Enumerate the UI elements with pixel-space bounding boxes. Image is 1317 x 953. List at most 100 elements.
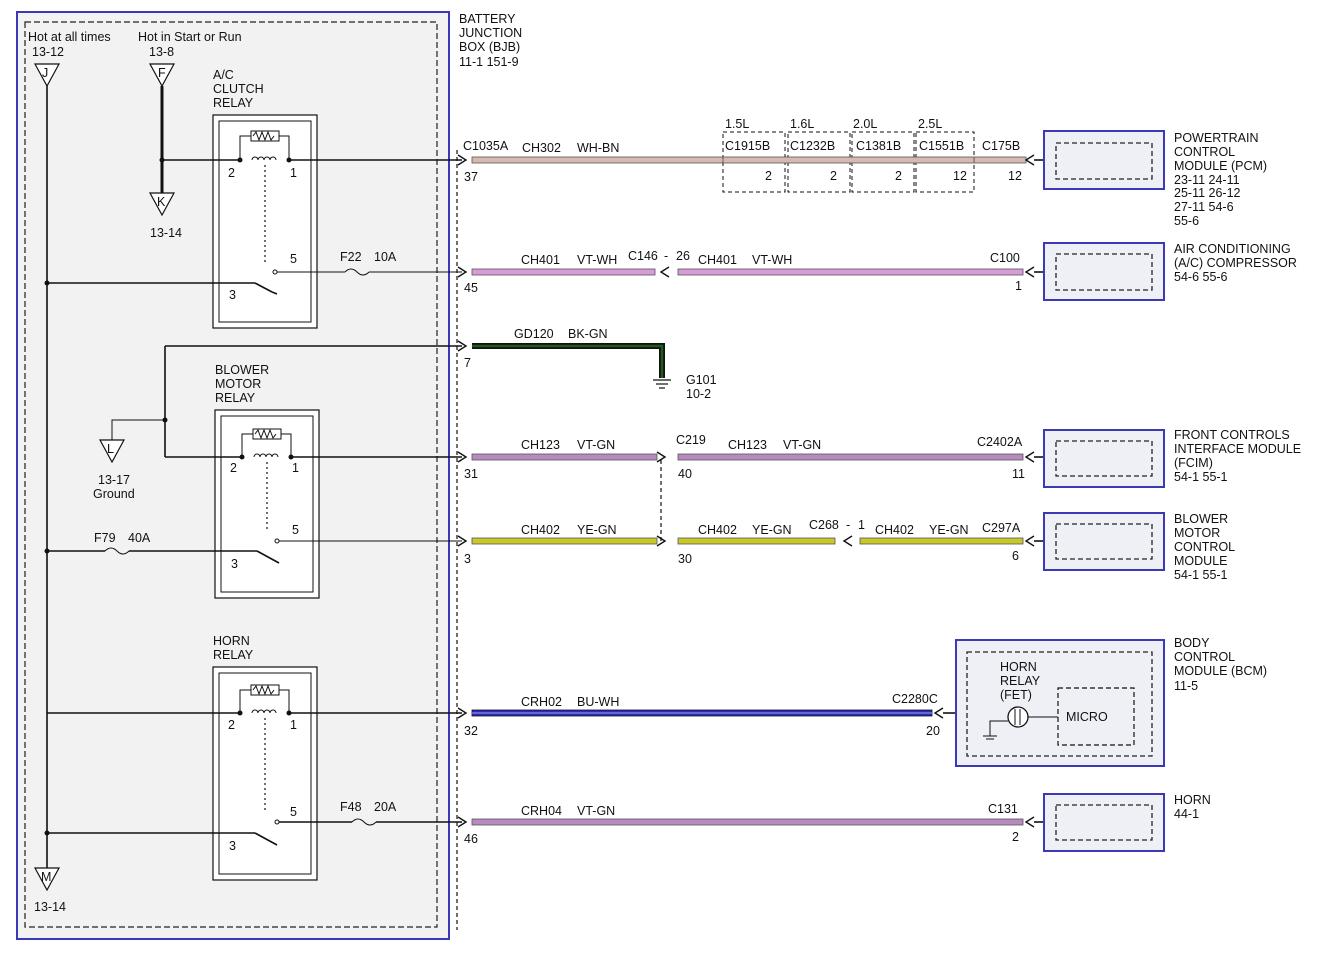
row2-circuit: CH401 bbox=[521, 253, 560, 267]
wire-ch402-a bbox=[471, 537, 658, 545]
relay2-pin1: 1 bbox=[292, 461, 299, 475]
pcm-module-box bbox=[1043, 130, 1165, 190]
fuse-f79-icon bbox=[104, 547, 130, 555]
row2-pin: 45 bbox=[464, 281, 478, 295]
j-letter: J bbox=[42, 66, 48, 80]
fet-icon bbox=[983, 706, 1058, 740]
pcm-name1: POWERTRAIN bbox=[1174, 131, 1259, 145]
row7-circuit: CRH04 bbox=[521, 804, 562, 818]
row5-color2: YE-GN bbox=[752, 523, 792, 537]
row1-color: WH-BN bbox=[577, 141, 619, 155]
bjb-refs: 11-1 151-9 bbox=[459, 55, 519, 69]
relay1-pin1: 1 bbox=[290, 166, 297, 180]
bcm-fet-line1: HORN bbox=[1000, 660, 1037, 674]
relay1-pin3: 3 bbox=[229, 288, 236, 302]
relay2-name3: RELAY bbox=[215, 391, 256, 405]
wire-ch123-b bbox=[677, 453, 1024, 461]
row2-end-conn: C100 bbox=[990, 251, 1020, 265]
relay1-name1: A/C bbox=[213, 68, 234, 82]
bmcm-ref1: 54-1 55-1 bbox=[1174, 568, 1228, 582]
svg-text:-: - bbox=[846, 518, 850, 532]
horn-box bbox=[1043, 793, 1165, 852]
relay2-pin5: 5 bbox=[292, 523, 299, 537]
l-ref: 13-17 bbox=[98, 473, 130, 487]
k-ref: 13-14 bbox=[150, 226, 182, 240]
micro-box bbox=[1057, 687, 1135, 746]
fcim-name2: INTERFACE MODULE bbox=[1174, 442, 1301, 456]
pcm-ref2: 25-11 26-12 bbox=[1174, 186, 1241, 200]
row7-pin: 46 bbox=[464, 832, 478, 846]
relay1-coil-icon bbox=[239, 130, 290, 262]
pcm-engine-3: 2.0L bbox=[853, 117, 877, 131]
row5-circuit3: CH402 bbox=[875, 523, 914, 537]
row2-end-pin: 1 bbox=[1015, 279, 1022, 293]
bcm-fet-line2: RELAY bbox=[1000, 674, 1041, 688]
row3-color: BK-GN bbox=[568, 327, 608, 341]
wire-ch402-b bbox=[677, 537, 836, 545]
pcm-end-pin: 12 bbox=[1008, 169, 1022, 183]
row6-circuit: CRH02 bbox=[521, 695, 562, 709]
hot-always-ref: 13-12 bbox=[32, 45, 64, 59]
ground-icon bbox=[653, 379, 671, 389]
bjb-title-line1: BATTERY bbox=[459, 12, 516, 26]
pcm-engine-1: 1.5L bbox=[725, 117, 749, 131]
hot-run-label: Hot in Start or Run bbox=[138, 30, 242, 44]
bmcm-name1: BLOWER bbox=[1174, 512, 1228, 526]
l-letter: L bbox=[107, 442, 114, 456]
f-letter: F bbox=[158, 66, 166, 80]
bcm-micro: MICRO bbox=[1066, 710, 1108, 724]
pcm-end-conn: C175B bbox=[982, 139, 1020, 153]
row7-color: VT-GN bbox=[577, 804, 615, 818]
ground-ref: 10-2 bbox=[686, 387, 711, 401]
row6-pin: 32 bbox=[464, 724, 478, 738]
row4-inline: C219 bbox=[676, 433, 706, 447]
row4-color: VT-GN bbox=[577, 438, 615, 452]
row5-inline2-pin: 1 bbox=[858, 518, 865, 532]
pcm-conn-2: C1232B bbox=[790, 139, 835, 153]
ac-ref1: 54-6 55-6 bbox=[1174, 270, 1228, 284]
row6-end-pin: 20 bbox=[926, 724, 940, 738]
wire-crh04 bbox=[471, 818, 1024, 826]
ground-id: G101 bbox=[686, 373, 717, 387]
row2-circuit2: CH401 bbox=[698, 253, 737, 267]
relay1-pin2: 2 bbox=[228, 166, 235, 180]
ac-name1: AIR CONDITIONING bbox=[1174, 242, 1291, 256]
pcm-pin-2: 2 bbox=[830, 169, 837, 183]
bmcm-name4: MODULE bbox=[1174, 554, 1227, 568]
relay3-pin5: 5 bbox=[290, 805, 297, 819]
bcm-name1: BODY bbox=[1174, 636, 1210, 650]
pcm-pin-1: 2 bbox=[765, 169, 772, 183]
f-terminal-icon bbox=[148, 63, 176, 88]
row4-inline-pin: 40 bbox=[678, 467, 692, 481]
relay2-name1: BLOWER bbox=[215, 363, 269, 377]
k-terminal-icon bbox=[148, 192, 176, 217]
row4-color2: VT-GN bbox=[783, 438, 821, 452]
pcm-engine-4: 2.5L bbox=[918, 117, 942, 131]
relay1-name3: RELAY bbox=[213, 96, 254, 110]
row5-pin: 3 bbox=[464, 552, 471, 566]
fuse-f22-rating: 10A bbox=[374, 250, 397, 264]
pcm-engine-2: 1.6L bbox=[790, 117, 814, 131]
relay3-pin2: 2 bbox=[228, 718, 235, 732]
row3-pin: 7 bbox=[464, 356, 471, 370]
fuse-f79-rating: 40A bbox=[128, 531, 151, 545]
row4-end-conn: C2402A bbox=[977, 435, 1023, 449]
row4-pin: 31 bbox=[464, 467, 478, 481]
fcim-name1: FRONT CONTROLS bbox=[1174, 428, 1290, 442]
row2-inline-pin: 26 bbox=[676, 249, 690, 263]
pcm-name2: CONTROL bbox=[1174, 145, 1235, 159]
relay2-pin3: 3 bbox=[231, 557, 238, 571]
m-letter: M bbox=[41, 870, 51, 884]
row5-end-pin: 6 bbox=[1012, 549, 1019, 563]
horn-ref1: 44-1 bbox=[1174, 807, 1199, 821]
pcm-pin-3: 2 bbox=[895, 169, 902, 183]
m-ref: 13-14 bbox=[34, 900, 66, 914]
row5-circuit2: CH402 bbox=[698, 523, 737, 537]
bcm-ref1: 11-5 bbox=[1174, 679, 1198, 693]
relay3-name2: RELAY bbox=[213, 648, 254, 662]
bcm-box bbox=[955, 639, 1165, 767]
pcm-connector-group bbox=[722, 131, 975, 193]
row5-color: YE-GN bbox=[577, 523, 617, 537]
